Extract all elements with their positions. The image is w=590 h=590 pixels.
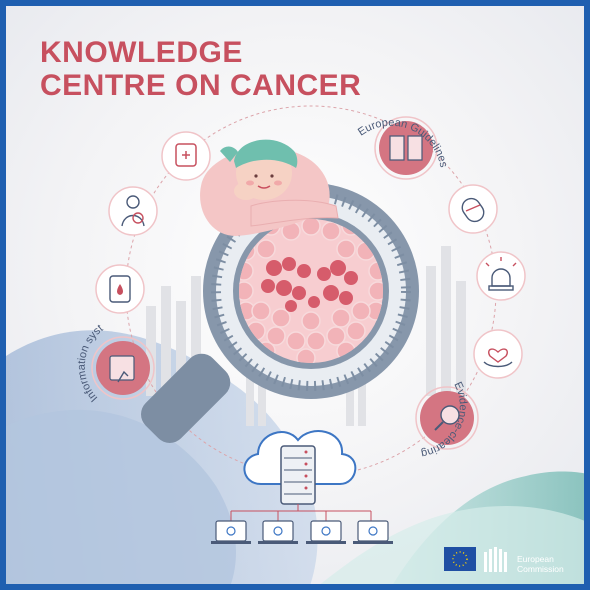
background-waves — [6, 330, 584, 584]
server-icon — [280, 445, 316, 505]
doctor-icon — [108, 186, 158, 236]
patient-figure — [200, 139, 339, 236]
page-title: KNOWLEDGE CENTRE ON CANCER — [40, 36, 361, 102]
pill-bottle-icon — [161, 131, 211, 181]
illustration: European Guidelines Information systems … — [6, 6, 584, 584]
people-silhouettes — [211, 191, 411, 391]
capsule-icon — [448, 184, 498, 234]
network-lines — [230, 504, 372, 521]
ec-logo — [444, 547, 507, 572]
blood-bag-icon — [95, 264, 145, 314]
magnifier-icon — [415, 386, 479, 450]
heart-hands-icon — [473, 329, 523, 379]
alarm-light-icon — [476, 251, 526, 301]
title-line-1: KNOWLEDGE — [40, 36, 243, 69]
magnifier-handle — [141, 353, 231, 443]
ec-line-2: Commission — [517, 564, 564, 574]
laptop-icon — [211, 520, 393, 544]
touchscreen-icon — [91, 336, 155, 400]
ec-wordmark: European Commission — [517, 554, 564, 574]
book-icon — [374, 116, 438, 180]
ec-line-1: European — [517, 554, 554, 564]
title-line-2: CENTRE ON CANCER — [40, 69, 362, 102]
